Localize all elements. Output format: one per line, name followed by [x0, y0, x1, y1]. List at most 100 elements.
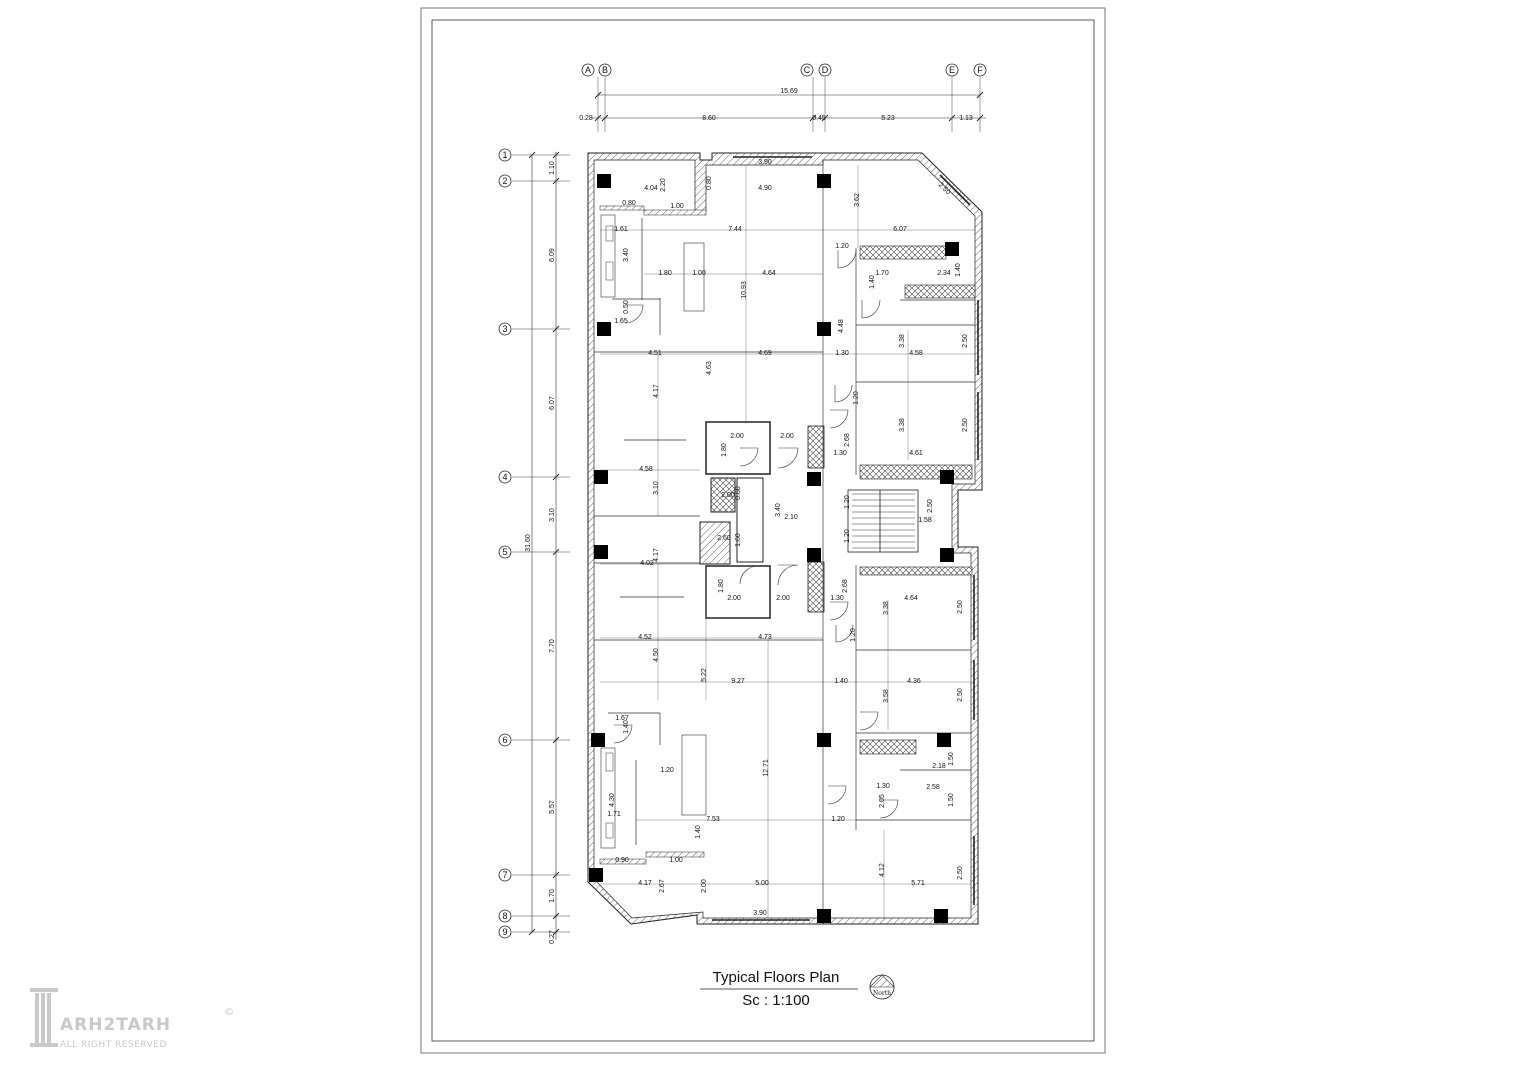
room-dimension-label: 3.40	[623, 248, 630, 262]
room-dimension-label: 4.48	[838, 319, 845, 333]
logo-pillar-icon	[30, 988, 58, 1047]
svg-text:C: C	[804, 65, 811, 75]
svg-text:6: 6	[502, 735, 507, 745]
svg-text:B: B	[602, 65, 608, 75]
svg-text:North: North	[873, 990, 891, 997]
room-dimension-label: 1.40	[955, 263, 962, 277]
room-dimension-label: 1.65	[614, 318, 628, 325]
room-dimension-label: 1.80	[658, 270, 672, 277]
kitchen-island-top	[683, 242, 705, 312]
svg-text:5.23: 5.23	[881, 115, 895, 122]
title-block: Typical Floors Plan Sc : 1:100 North	[700, 969, 895, 1009]
room-dimension-label: 2.18	[932, 763, 946, 770]
room-dimension-label: 1.20	[831, 816, 845, 823]
kitchen-counter-bottom	[600, 747, 616, 849]
room-dimension-label: 3.62	[854, 193, 861, 207]
room-dimension-label: 4.73	[758, 634, 772, 641]
svg-text:7.70: 7.70	[549, 639, 556, 653]
room-dimension-label: 4.52	[638, 634, 652, 641]
room-dimension-label: 2.68	[842, 579, 849, 593]
svg-text:4: 4	[502, 472, 507, 482]
room-dimension-label: 1.80	[721, 443, 728, 457]
svg-text:6.09: 6.09	[549, 248, 556, 262]
interior-dimension-lines	[600, 165, 975, 918]
room-dimension-label: 1.20	[844, 529, 851, 543]
room-dimension-label: 1.20	[835, 243, 849, 250]
room-dimension-label: 7.44	[728, 226, 742, 233]
room-dimension-label: 2.50	[957, 600, 964, 614]
stair	[847, 489, 919, 553]
room-dimension-label: 6.07	[893, 226, 907, 233]
room-dimension-label: 3.38	[883, 601, 890, 615]
room-dimension-label: 2.10	[784, 514, 798, 521]
grid-bubble-7: 7	[498, 868, 512, 882]
svg-text:7: 7	[502, 870, 507, 880]
room-dimension-label: 4.12	[879, 863, 886, 877]
core-wall-upper	[705, 421, 771, 475]
room-dimension-label: 1.58	[918, 517, 932, 524]
room-dimension-label: 4.51	[648, 350, 662, 357]
svg-text:5.57: 5.57	[549, 800, 556, 814]
column-grid-labels: A B C D E F	[581, 63, 987, 132]
room-dimension-label: 3.10	[653, 481, 660, 495]
room-dimension-label: 0.90	[615, 857, 629, 864]
room-dimension-label: 5.00	[755, 880, 769, 887]
grid-bubble-b: B	[598, 63, 612, 77]
svg-text:3.10: 3.10	[549, 508, 556, 522]
room-dimension-label: 2.50	[927, 499, 934, 513]
room-dimension-label: 9.27	[731, 678, 745, 685]
room-dimension-label: 0.80	[622, 200, 636, 207]
room-dimension-label: 0.60	[735, 486, 742, 500]
svg-text:6.07: 6.07	[549, 396, 556, 410]
structural-columns	[589, 174, 959, 923]
room-dimension-label: 3.40	[775, 503, 782, 517]
left-dimension-strings: 31.60 1.10 6.09 6.07 3.10 7.70 5.57 1.70…	[525, 151, 560, 944]
room-dimension-label: 2.00	[701, 879, 708, 893]
room-dimension-label: 4.64	[762, 270, 776, 277]
room-dimension-label: 3.58	[883, 689, 890, 703]
grid-bubble-c: C	[800, 63, 814, 77]
svg-text:F: F	[977, 65, 983, 75]
room-dimension-label: 1.40	[623, 720, 630, 734]
room-dimension-label: 2.58	[926, 784, 940, 791]
elevator-shaft-1	[710, 477, 736, 513]
grid-bubble-8: 8	[498, 909, 512, 923]
room-dimension-label: 0.80	[706, 176, 713, 190]
svg-text:2: 2	[502, 176, 507, 186]
room-dimension-label: 5.71	[911, 880, 925, 887]
room-dimension-label: 2.50	[957, 866, 964, 880]
room-dimension-label: 7.53	[706, 816, 720, 823]
room-dimension-label: 2.50	[957, 688, 964, 702]
room-dimension-label: 4.69	[758, 350, 772, 357]
room-dimension-label: 1.20	[660, 767, 674, 774]
svg-text:1.10: 1.10	[549, 161, 556, 175]
room-dimension-label: 5.22	[701, 668, 708, 682]
top-dimension-strings: 15.69 0.28 8.60 0.45 5.23 1.13	[579, 88, 986, 122]
grid-bubble-5: 5	[498, 545, 512, 559]
grid-bubble-a: A	[581, 63, 595, 77]
room-dimension-label: 1.40	[695, 825, 702, 839]
room-dimension-label: 1.70	[875, 270, 889, 277]
room-dimension-label: 1.50	[948, 793, 955, 807]
svg-text:8.60: 8.60	[702, 115, 716, 122]
grid-bubble-f: F	[973, 63, 987, 77]
room-dimension-label: 4.17	[653, 548, 660, 562]
svg-text:©: ©	[224, 1007, 234, 1018]
room-dimension-label: 4.04	[644, 185, 658, 192]
room-dimension-label: 4.50	[653, 648, 660, 662]
svg-text:A: A	[585, 65, 591, 75]
svg-text:0.45: 0.45	[812, 115, 826, 122]
room-dimension-label: 2.00	[727, 595, 741, 602]
north-arrow: North	[869, 974, 895, 1000]
room-dimension-label: 1.61	[614, 226, 628, 233]
room-dimension-label: 4.63	[706, 361, 713, 375]
room-dimension-label: 3.38	[899, 334, 906, 348]
room-dimension-label: 2.00	[730, 433, 744, 440]
room-dimension-label: 3.90	[758, 159, 772, 166]
room-dimension-label: 4.58	[909, 350, 923, 357]
room-dimension-label: 2.68	[844, 433, 851, 447]
room-dimension-label: 2.50	[962, 334, 969, 348]
room-dimension-label: 1.30	[833, 450, 847, 457]
